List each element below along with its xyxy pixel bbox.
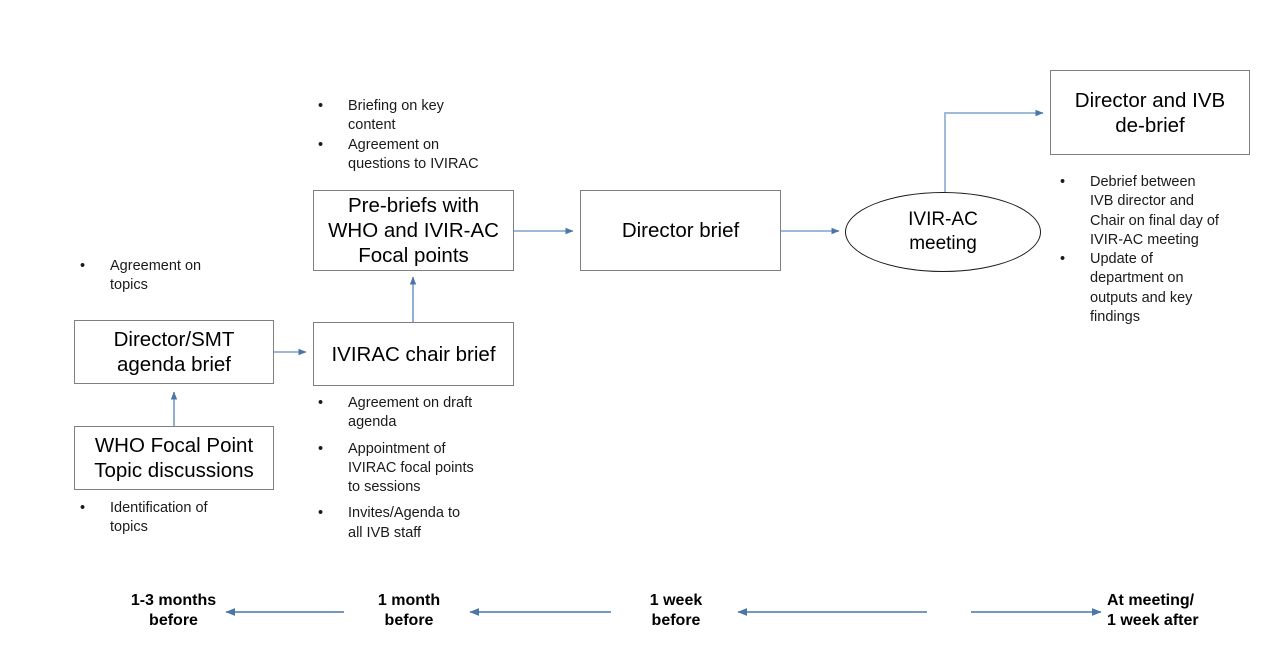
bullet-item: • Briefing on key content bbox=[318, 97, 533, 136]
bullet-item: • Invites/Agenda to all IVB staff bbox=[318, 504, 533, 543]
node-director-smt[interactable]: Director/SMT agenda brief bbox=[74, 320, 274, 384]
node-pre-briefs-label: Pre-briefs with WHO and IVIR-AC Focal po… bbox=[328, 194, 499, 267]
node-who-focal-point[interactable]: WHO Focal Point Topic discussions bbox=[74, 426, 274, 490]
timeline-label-1: 1-3 months before bbox=[130, 592, 217, 630]
bullet-item: • Identification of topics bbox=[80, 499, 295, 538]
node-pre-briefs[interactable]: Pre-briefs with WHO and IVIR-AC Focal po… bbox=[313, 190, 514, 271]
node-ivirac-chair-brief[interactable]: IVIRAC chair brief bbox=[313, 322, 514, 386]
annotation-director-smt-bullets: • Agreement on topics bbox=[80, 257, 290, 296]
bullet-item: • Agreement on questions to IVIRAC bbox=[318, 136, 533, 175]
bullet-label: Debrief between IVB director and Chair o… bbox=[1090, 174, 1219, 248]
bullet-icon: • bbox=[80, 258, 86, 274]
bullet-label: Agreement on questions to IVIRAC bbox=[348, 136, 479, 172]
node-ivirac-meeting[interactable]: IVIR-AC meeting bbox=[845, 192, 1041, 272]
node-director-smt-label: Director/SMT agenda brief bbox=[113, 328, 235, 376]
timeline-label-3: 1 week before bbox=[649, 592, 703, 630]
bullet-icon: • bbox=[318, 505, 324, 522]
timeline-label-2: 1 month before bbox=[377, 592, 441, 630]
bullet-label: Appointment of IVIRAC focal points to se… bbox=[348, 440, 474, 496]
node-director-brief[interactable]: Director brief bbox=[580, 190, 781, 271]
bullet-label: Agreement on draft agenda bbox=[348, 395, 473, 431]
bullet-item: • Debrief between IVB director and Chair… bbox=[1060, 173, 1260, 250]
annotation-ivirac-chair-bullets: • Agreement on draft agenda • Appointmen… bbox=[318, 394, 533, 543]
timeline-label-4: At meeting/ 1 week after bbox=[1107, 592, 1199, 630]
node-director-ivb-debrief[interactable]: Director and IVB de-brief bbox=[1050, 70, 1250, 155]
node-ivirac-meeting-label: IVIR-AC meeting bbox=[908, 209, 978, 254]
bullet-label: Update of department on outputs and key … bbox=[1090, 251, 1193, 325]
bullet-icon: • bbox=[318, 440, 324, 457]
bullet-item: • Appointment of IVIRAC focal points to … bbox=[318, 440, 533, 498]
bullet-icon: • bbox=[1060, 251, 1066, 268]
node-who-focal-point-label: WHO Focal Point Topic discussions bbox=[94, 434, 254, 482]
bullet-item: • Agreement on topics bbox=[80, 257, 290, 296]
annotation-debrief-bullets: • Debrief between IVB director and Chair… bbox=[1060, 173, 1260, 327]
bullet-item: • Agreement on draft agenda bbox=[318, 394, 533, 433]
bullet-icon: • bbox=[80, 500, 86, 516]
bullet-label: Identification of topics bbox=[110, 500, 208, 536]
annotation-pre-briefs-bullets: • Briefing on key content • Agreement on… bbox=[318, 97, 533, 174]
annotation-who-focal-point-bullets: • Identification of topics bbox=[80, 499, 295, 538]
bullet-icon: • bbox=[318, 98, 324, 114]
bullet-label: Invites/Agenda to all IVB staff bbox=[348, 505, 461, 541]
node-ivirac-chair-brief-label: IVIRAC chair brief bbox=[331, 342, 496, 366]
bullet-icon: • bbox=[318, 395, 324, 411]
bullet-label: Agreement on topics bbox=[110, 258, 202, 294]
node-director-brief-label: Director brief bbox=[621, 219, 740, 242]
bullet-icon: • bbox=[1060, 174, 1066, 190]
connector-ivirac-meeting-to-debrief bbox=[944, 109, 1044, 193]
bullet-item: • Update of department on outputs and ke… bbox=[1060, 250, 1260, 327]
bullet-icon: • bbox=[318, 136, 324, 153]
bullet-label: Briefing on key content bbox=[348, 98, 444, 134]
node-director-ivb-debrief-label: Director and IVB de-brief bbox=[1074, 88, 1226, 137]
